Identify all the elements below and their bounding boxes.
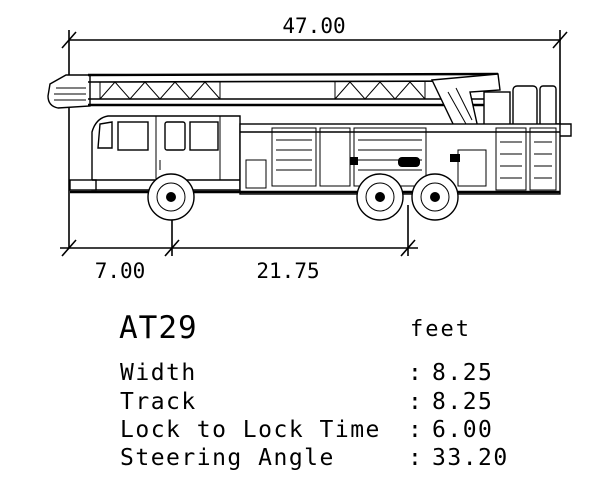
spec-label-steering-angle: Steering Angle xyxy=(120,445,335,471)
apparatus-body xyxy=(70,123,561,195)
wheelbase-label: 21.75 xyxy=(256,259,319,283)
rear-wheel-1 xyxy=(356,173,404,221)
wheelbase-dimension: 7.00 21.75 xyxy=(60,202,418,283)
front-overhang-label: 7.00 xyxy=(95,259,146,283)
spec-value-steering-angle: 33.20 xyxy=(432,445,509,471)
units-label: feet xyxy=(410,317,471,342)
spec-value-track: 8.25 xyxy=(432,389,493,415)
spec-separator-lock-time: : xyxy=(408,417,423,443)
spec-separator-track: : xyxy=(408,389,423,415)
spec-separator-width: : xyxy=(408,360,423,386)
cab xyxy=(69,115,241,191)
spec-list: Width : 8.25 Track : 8.25 Lock to Lock T… xyxy=(120,360,509,471)
spec-label-width: Width xyxy=(120,360,197,386)
overall-length-label: 47.00 xyxy=(282,14,345,38)
spec-separator-steering-angle: : xyxy=(408,445,423,471)
spec-label-track: Track xyxy=(120,389,197,415)
spec-label-lock-time: Lock to Lock Time xyxy=(120,417,381,443)
front-wheel xyxy=(147,173,195,221)
spec-value-lock-time: 6.00 xyxy=(432,417,493,443)
spec-value-width: 8.25 xyxy=(432,360,493,386)
vehicle-name: AT29 xyxy=(119,310,198,346)
rear-wheel-2 xyxy=(411,173,459,221)
overall-length-dimension: 47.00 xyxy=(61,14,568,248)
